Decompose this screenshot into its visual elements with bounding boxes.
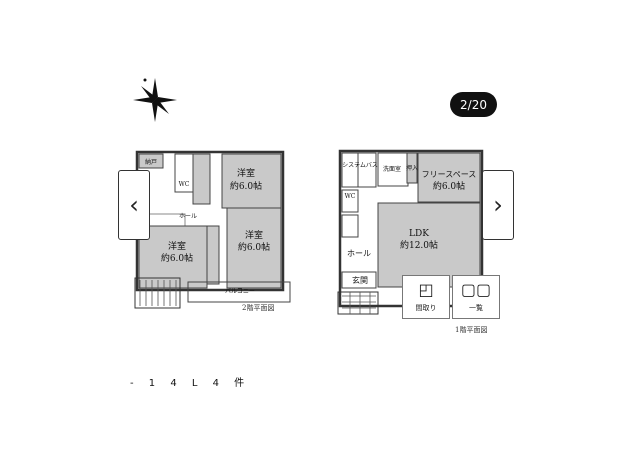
- room-bed1-name: 洋室: [237, 167, 255, 179]
- room-ldk-size: 約12.0帖: [400, 239, 438, 251]
- room-free-space: フリースペース: [422, 170, 477, 179]
- floor2-caption: 2階平面図: [242, 304, 275, 312]
- room-storage: 納戸: [145, 158, 157, 166]
- floorplan-icon: ◰: [418, 280, 434, 299]
- room-entrance: 玄関: [352, 275, 368, 285]
- floorplan-button[interactable]: ◰ 間取り: [402, 275, 450, 319]
- room-bed2-name: 洋室: [168, 240, 186, 252]
- room-bed3-name: 洋室: [245, 229, 263, 241]
- floor2-plan: 納戸 WC ホール 洋室 約6.0帖 洋室 約6.0帖 洋室 約6.0帖 バルコ…: [134, 150, 291, 309]
- chevron-right-icon: ›: [493, 191, 503, 219]
- room-closet: 押入: [406, 164, 418, 172]
- room-bed3-size: 約6.0帖: [238, 241, 270, 253]
- image-counter-badge: 2/20: [450, 92, 497, 117]
- room-wc-2f: WC: [179, 181, 190, 188]
- room-washroom: 洗面室: [383, 165, 401, 173]
- list-button-label: 一覧: [469, 304, 483, 312]
- room-balcony: バルコニー: [225, 288, 255, 295]
- room-hall-1f: ホール: [347, 249, 371, 258]
- floorplan-button-label: 間取り: [415, 304, 437, 312]
- chevron-left-icon: ‹: [129, 191, 139, 219]
- room-bed2-size: 約6.0帖: [161, 252, 193, 264]
- room-wc-1f: WC: [345, 193, 356, 200]
- room-ldk: LDK: [409, 229, 429, 239]
- listing-count-text: - 1 4 L 4 件: [130, 378, 251, 389]
- room-bath: システムバス: [342, 162, 378, 169]
- prev-image-button[interactable]: ‹: [118, 170, 150, 240]
- room-hall-2f: ホール: [179, 213, 197, 220]
- floor1-caption: 1階平面図: [455, 326, 488, 334]
- room-free-size: 約6.0帖: [433, 180, 465, 192]
- room-bed1-size: 約6.0帖: [230, 180, 262, 192]
- list-button[interactable]: ▢▢ 一覧: [452, 275, 500, 319]
- grid-icon: ▢▢: [460, 280, 492, 299]
- next-image-button[interactable]: ›: [482, 170, 514, 240]
- compass-icon: [133, 78, 177, 122]
